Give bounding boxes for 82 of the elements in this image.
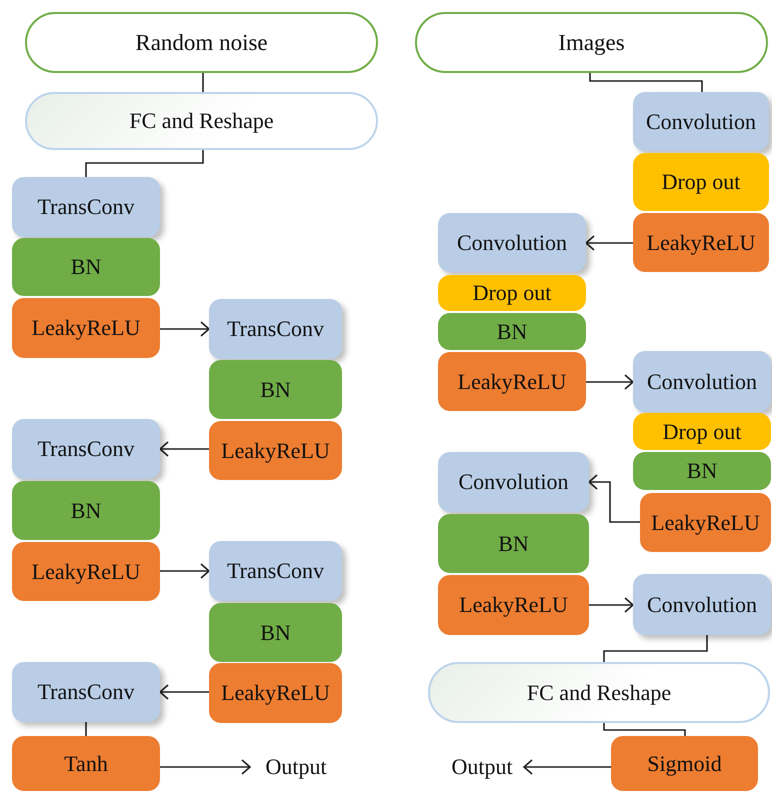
layer-label: BN [686,458,718,484]
layer-block [438,575,589,635]
layer-label: FC and Reshape [129,108,274,134]
layer-label: Convolution [646,592,757,618]
layer-label: Sigmoid [647,750,722,776]
layer-block [12,238,160,296]
connector-line [603,635,708,662]
connector-line [85,722,87,736]
layer-block [12,542,160,601]
layer-label: Random noise [135,30,268,56]
output-label: Output [250,752,342,782]
layer-block [633,574,771,635]
layer-label: LeakyReLU [458,368,566,394]
layer-block [438,213,586,272]
arrow [159,684,209,700]
layer-label: BN [498,530,529,556]
layer-block [209,603,342,662]
layer-label: Images [558,30,625,56]
connector-line [603,723,686,736]
layer-label: Drop out [472,280,552,306]
layer-label: Drop out [662,169,740,195]
layer-label: LeakyReLU [221,438,330,464]
layer-block [209,663,342,723]
layer-label: TransConv [227,558,324,584]
layer-block [438,514,589,573]
layer-block [633,153,769,211]
layer-block [12,177,160,237]
layer-label: BN [496,318,528,344]
layer-label: LeakyReLU [32,315,140,341]
connector-line [85,150,204,177]
arrow [523,759,611,775]
layer-label: LeakyReLU [651,510,760,536]
layer-block [12,298,160,358]
layer-label: LeakyReLU [646,230,756,256]
layer-label: BN [260,620,291,646]
layer-label: TransConv [227,316,324,342]
layer-label: LeakyReLU [32,558,140,584]
layer-block [12,736,160,791]
layer-block [640,493,771,552]
layer-label: Convolution [456,230,567,256]
layer-block [438,452,589,512]
layer-label: FC and Reshape [526,680,672,706]
arrow [586,374,634,390]
layer-label: BN [70,498,102,524]
layer-block [12,419,160,479]
arrow [589,597,634,613]
layer-label: BN [260,376,291,402]
layer-label: BN [70,254,102,280]
layer-block [209,299,342,359]
arrow [585,235,633,251]
arrow [159,441,209,457]
layer-block [209,541,342,601]
layer-block [633,452,771,490]
layer-label: LeakyReLU [221,680,330,706]
layer-block [438,352,586,411]
layer-label: Tanh [64,750,108,776]
arrow [588,474,640,523]
layer-block [12,481,160,540]
layer-label: TransConv [38,679,134,705]
arrow [160,321,210,337]
layer-block [633,413,771,450]
layer-label: Convolution [646,108,756,134]
arrow [160,563,210,579]
layer-block [633,351,771,412]
layer-label: LeakyReLU [459,592,568,618]
layer-block [633,92,769,151]
layer-label: TransConv [38,436,134,462]
layer-label: Convolution [458,469,568,495]
connector-line [202,73,204,92]
layer-label: Convolution [646,368,757,394]
layer-block [209,421,342,480]
output-label: Output [440,752,524,782]
layer-label: Drop out [662,418,742,444]
layer-label: TransConv [38,194,134,220]
layer-block [633,213,769,272]
layer-block [438,275,586,311]
arrow [160,759,251,775]
layer-block [209,360,342,419]
layer-block [438,313,586,350]
layer-block [611,736,758,791]
connector-line [589,73,703,92]
layer-block [12,662,160,722]
